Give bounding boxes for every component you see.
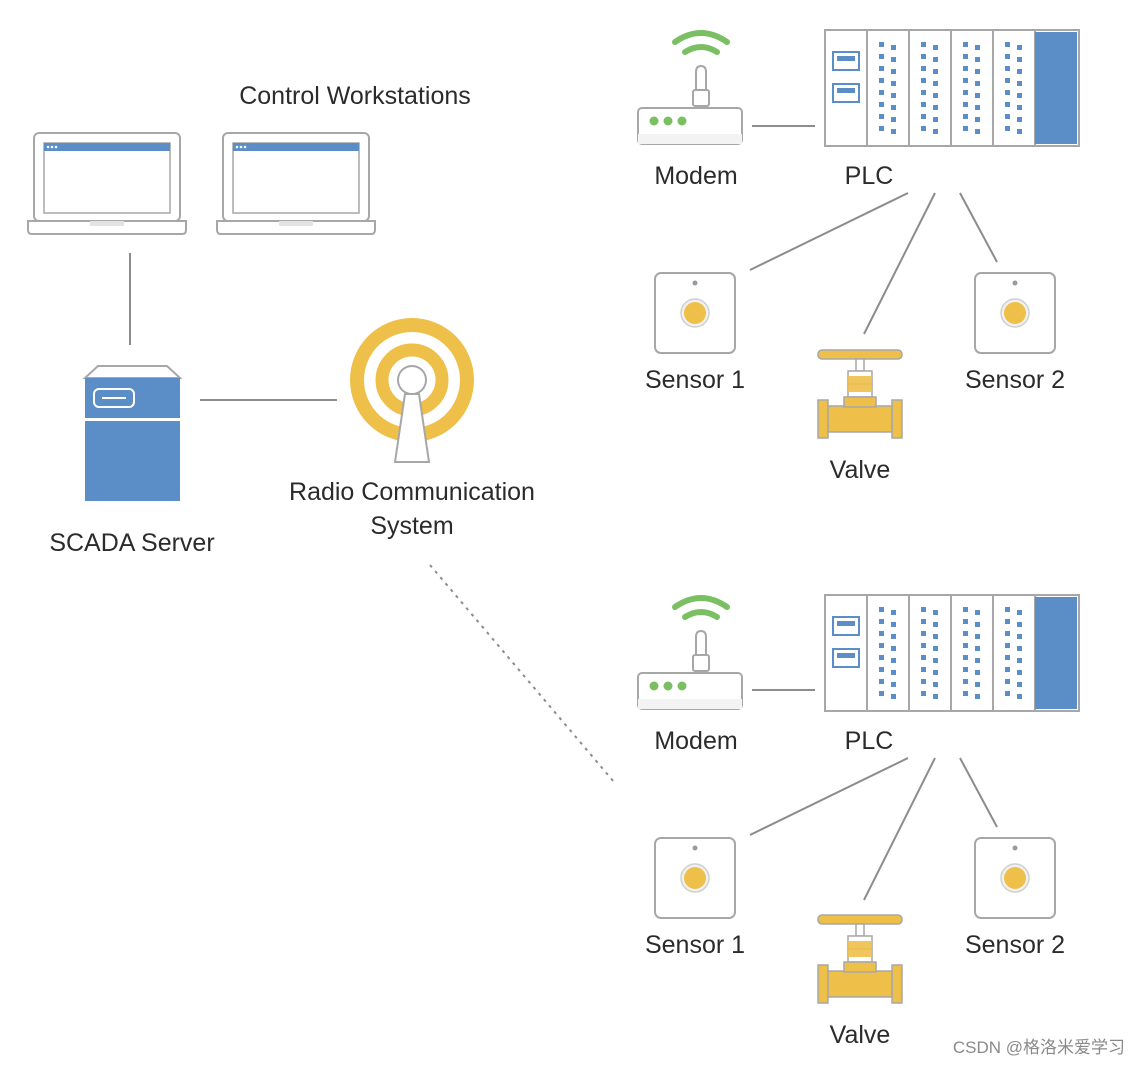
sensor2-label: Sensor 2 — [965, 366, 1065, 394]
modem-label: Modem — [654, 162, 737, 190]
radio-label-line1: Radio Communication — [289, 478, 535, 506]
server-icon — [82, 365, 183, 501]
valve-label: Valve — [830, 1021, 891, 1049]
radio-label-line2: System — [370, 512, 453, 540]
plc-icon — [825, 30, 1079, 146]
valve-icon — [817, 349, 903, 439]
control-workstations-label: Control Workstations — [239, 82, 471, 110]
field-site-1: Modem PLC Sensor 1 Sensor 2 Valve — [638, 30, 1079, 484]
plc-icon — [825, 595, 1079, 711]
radio-wireless-link — [429, 564, 615, 783]
plc-label: PLC — [845, 727, 894, 755]
sensor1-label: Sensor 1 — [645, 366, 745, 394]
antenna-icon — [350, 318, 474, 463]
field-site-2: Modem PLC Sensor 1 Sensor 2 Valve — [638, 595, 1079, 1049]
modem-icon — [638, 598, 742, 709]
sensor-icon — [974, 272, 1056, 354]
sensor-icon — [654, 272, 736, 354]
laptop-icon — [27, 132, 187, 235]
scada-server-label: SCADA Server — [49, 529, 214, 557]
valve-icon — [817, 914, 903, 1004]
sensor-icon — [654, 837, 736, 919]
watermark: CSDN @格洛米爱学习 — [953, 1038, 1125, 1057]
plc-label: PLC — [845, 162, 894, 190]
valve-label: Valve — [830, 456, 891, 484]
sensor1-label: Sensor 1 — [645, 931, 745, 959]
modem-label: Modem — [654, 727, 737, 755]
modem-icon — [638, 33, 742, 144]
sensor-icon — [974, 837, 1056, 919]
laptop-icon — [216, 132, 376, 235]
sensor2-label: Sensor 2 — [965, 931, 1065, 959]
